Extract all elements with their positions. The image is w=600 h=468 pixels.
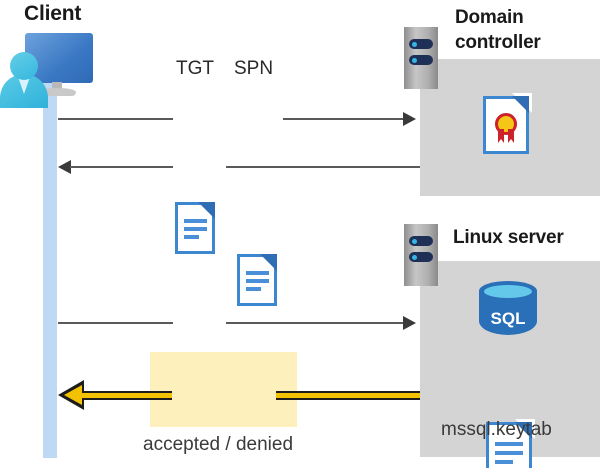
- sql-label: SQL: [490, 309, 526, 328]
- keytab-filename-label: mssql.keytab: [441, 419, 552, 440]
- sql-database-icon: SQL: [479, 281, 537, 343]
- spn-label: SPN: [234, 58, 274, 79]
- linux-server-server-icon: [404, 224, 438, 286]
- certificate-document-icon: [483, 93, 532, 154]
- message-2-line-right: [226, 166, 420, 168]
- keytab-document-icon: [486, 419, 535, 468]
- auth-result-highlight: [150, 352, 297, 427]
- message-4-line-left: [82, 391, 172, 400]
- domain-controller-server-icon: [404, 27, 438, 89]
- person-head-icon: [10, 52, 38, 80]
- message-1-arrowhead: [403, 112, 416, 126]
- monitor-neck-icon: [52, 82, 62, 93]
- client-icon: [0, 0, 110, 110]
- tgt-document-icon: [175, 199, 218, 254]
- message-3-line-right: [226, 322, 403, 324]
- accepted-denied-caption: accepted / denied: [143, 434, 294, 455]
- message-3-arrowhead: [403, 316, 416, 330]
- message-2-arrowhead: [58, 160, 71, 174]
- linux-server-title: Linux server: [453, 227, 564, 248]
- message-4-line-right: [276, 391, 420, 400]
- domain-controller-title: Domain controller: [455, 7, 541, 53]
- tgt-label: TGT: [176, 58, 214, 79]
- message-2-line-left: [70, 166, 173, 168]
- monitor-screen-icon: [25, 33, 93, 83]
- monitor-base-icon: [38, 88, 76, 96]
- ribbon-icon: [498, 129, 514, 143]
- message-1-line-right: [283, 118, 403, 120]
- client-lifeline: [43, 73, 57, 458]
- message-3-line-left: [58, 322, 173, 324]
- client-title: Client: [24, 2, 82, 25]
- spn-document-icon: [237, 251, 280, 306]
- message-1-line-left: [58, 118, 173, 120]
- message-4-arrowhead: [58, 380, 84, 410]
